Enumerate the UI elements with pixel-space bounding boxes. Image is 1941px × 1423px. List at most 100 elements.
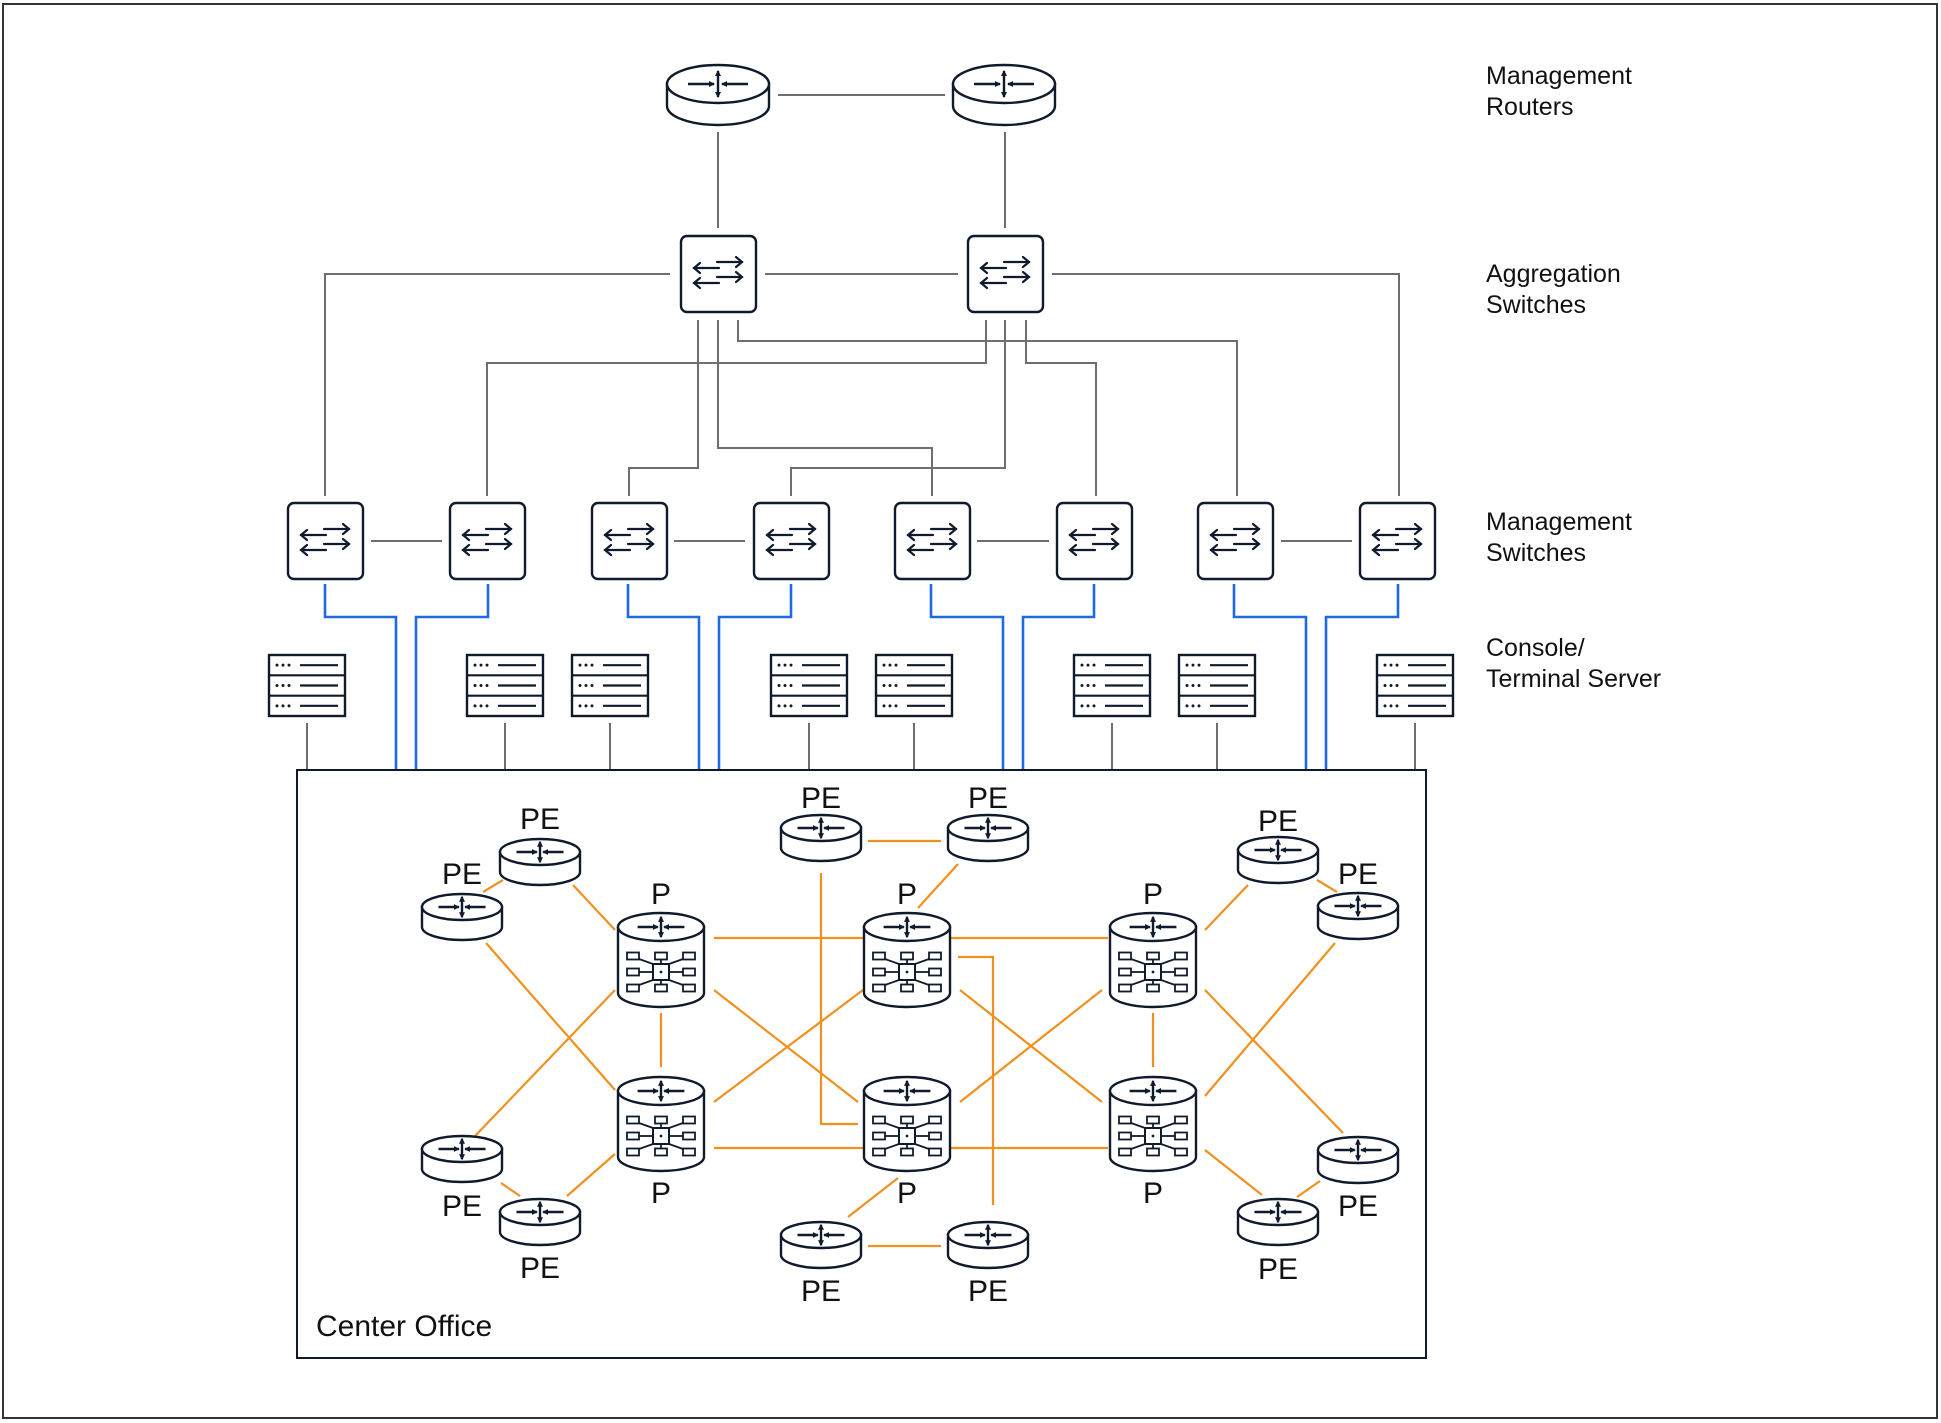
p-router-4[interactable]	[616, 1075, 706, 1173]
tier-label-console-servers-1: Console/	[1486, 634, 1585, 662]
console-server-5[interactable]	[874, 653, 954, 718]
link-agg1-msw5	[717, 320, 933, 496]
link-agg2-msw8	[1052, 273, 1400, 496]
router-icon	[516, 1200, 564, 1224]
pe-router-9[interactable]	[779, 1220, 863, 1270]
pe-router-12[interactable]	[1236, 1197, 1320, 1247]
router-icon	[974, 70, 1034, 98]
switch-icon	[979, 255, 1031, 290]
link-agg2-msw2	[486, 320, 987, 496]
management-switch-7[interactable]	[1196, 501, 1275, 581]
pe-router-2[interactable]	[420, 892, 504, 942]
link-p-ul-lc	[713, 989, 859, 1103]
pe-router-6[interactable]	[1316, 891, 1400, 941]
router-icon	[964, 816, 1012, 840]
p-router-5[interactable]	[862, 1075, 952, 1173]
link-msw8-center-office	[1324, 584, 1400, 770]
tier-label-management-routers-2: Routers	[1486, 93, 1574, 121]
aggregation-switch-2[interactable]	[966, 234, 1045, 314]
pe-router-11[interactable]	[1316, 1135, 1400, 1185]
aggregation-switch-1[interactable]	[679, 234, 758, 314]
pe-label-8: PE	[520, 1252, 560, 1285]
switch-icon	[765, 522, 817, 557]
link-msw7-center-office	[1232, 584, 1308, 770]
management-switch-1[interactable]	[286, 501, 365, 581]
switch-body	[1055, 501, 1134, 581]
p-router-1[interactable]	[616, 911, 706, 1009]
link-pe-pe-lr	[1296, 1180, 1321, 1198]
console-server-3[interactable]	[570, 653, 650, 718]
management-switch-3[interactable]	[590, 501, 669, 581]
management-switch-6[interactable]	[1055, 501, 1134, 581]
switch-icon	[906, 522, 958, 557]
console-server-8[interactable]	[1375, 653, 1455, 718]
management-router-2[interactable]	[951, 63, 1057, 127]
tier-label-aggregation-switches-2: Switches	[1486, 291, 1586, 319]
console-links	[323, 584, 1400, 770]
console-server-7[interactable]	[1177, 653, 1257, 718]
link-pe-p-cross-r1	[1204, 942, 1336, 1097]
outer-frame	[2, 3, 1938, 1419]
pe-router-3[interactable]	[779, 813, 863, 863]
server-rack-icon	[269, 663, 345, 708]
router-icon	[516, 840, 564, 864]
router-icon	[688, 70, 748, 98]
link-pe-p-ll	[566, 1153, 616, 1197]
pe-label-3: PE	[801, 782, 841, 815]
pe-label-9: PE	[801, 1275, 841, 1308]
switch-body	[966, 234, 1045, 314]
p-router-3[interactable]	[1108, 911, 1198, 1009]
console-server-2[interactable]	[465, 653, 545, 718]
core-router-icon	[872, 1079, 942, 1157]
nodes	[267, 63, 1455, 1270]
router-icon	[964, 1223, 1012, 1247]
p-label-2: P	[897, 878, 917, 911]
tier-label-management-switches-1: Management	[1486, 508, 1632, 536]
link-pe-pe-ll	[500, 1182, 521, 1197]
pe-router-5[interactable]	[1236, 835, 1320, 885]
management-switch-5[interactable]	[893, 501, 972, 581]
pe-router-10[interactable]	[946, 1220, 1030, 1270]
pe-router-1[interactable]	[498, 837, 582, 887]
core-router-icon	[626, 915, 696, 993]
pe-label-7: PE	[442, 1190, 482, 1223]
switch-icon	[1068, 522, 1120, 557]
router-icon	[1334, 894, 1382, 918]
router-icon	[438, 895, 486, 919]
tier-label-management-switches-2: Switches	[1486, 539, 1586, 567]
link-pe-p-cross-l2	[474, 989, 616, 1137]
link-agg2-msw4	[790, 320, 1006, 496]
p-label-3: P	[1143, 878, 1163, 911]
router-icon	[1334, 1138, 1382, 1162]
pe-label-12: PE	[1258, 1253, 1298, 1286]
link-msw6-center-office	[1021, 584, 1096, 770]
pe-label-5: PE	[1258, 805, 1298, 838]
switch-icon	[603, 522, 655, 557]
switch-body	[679, 234, 758, 314]
console-server-1[interactable]	[267, 653, 347, 718]
router-icon	[797, 816, 845, 840]
link-agg2-msw6	[1025, 320, 1097, 496]
p-router-2[interactable]	[862, 911, 952, 1009]
link-agg1-msw7	[737, 320, 1238, 496]
link-pe-p-lc	[819, 873, 858, 1126]
link-agg1-msw1	[324, 273, 670, 496]
switch-icon	[1209, 522, 1261, 557]
console-server-4[interactable]	[769, 653, 849, 718]
pe-router-8[interactable]	[498, 1197, 582, 1247]
management-switch-4[interactable]	[752, 501, 831, 581]
link-pe-pe-ur	[1316, 879, 1338, 893]
link-msw4-center-office	[717, 584, 793, 770]
management-switch-8[interactable]	[1358, 501, 1437, 581]
switch-icon	[299, 522, 351, 557]
p-router-6[interactable]	[1108, 1075, 1198, 1173]
pe-router-4[interactable]	[946, 813, 1030, 863]
pe-router-7[interactable]	[420, 1134, 504, 1184]
core-links	[474, 839, 1344, 1248]
management-router-1[interactable]	[665, 63, 771, 127]
console-server-6[interactable]	[1072, 653, 1152, 718]
management-switch-2[interactable]	[448, 501, 527, 581]
link-msw5-center-office	[929, 584, 1005, 770]
server-rack-icon	[1074, 663, 1150, 708]
link-agg1-msw3	[628, 320, 699, 496]
